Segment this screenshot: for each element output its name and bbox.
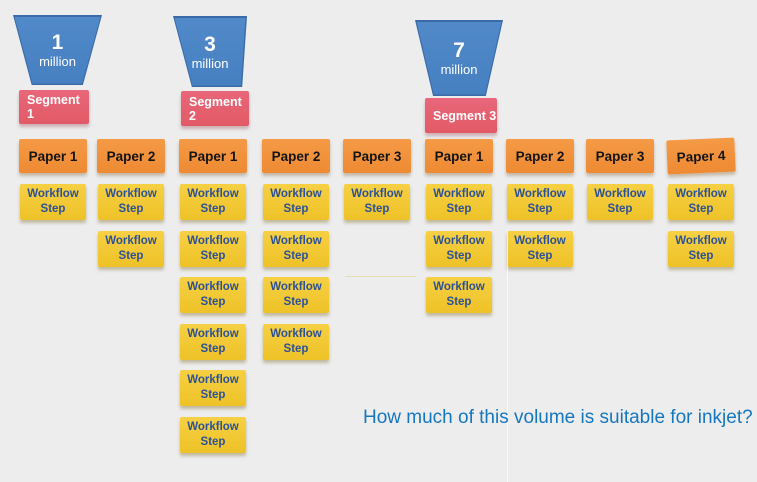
paper-note-segment3-1[interactable]: Paper 1 [425, 139, 493, 173]
volume-funnel-segment-3[interactable]: 7 million [415, 20, 503, 96]
paper-note-segment2-2[interactable]: Paper 2 [262, 139, 330, 173]
funnel-volume-text: 3 million [173, 16, 247, 87]
funnel-volume-number: 7 [453, 39, 465, 63]
workflow-step-note[interactable]: Workflow Step [263, 324, 329, 360]
volume-funnel-segment-2[interactable]: 3 million [173, 16, 247, 87]
funnel-volume-text: 1 million [13, 15, 102, 85]
workflow-step-note[interactable]: Workflow Step [98, 231, 164, 267]
workflow-step-note[interactable]: Workflow Step [180, 184, 246, 220]
workflow-step-note[interactable]: Workflow Step [20, 184, 86, 220]
workflow-step-note[interactable]: Workflow Step [344, 184, 410, 220]
funnel-volume-number: 3 [204, 32, 216, 56]
workflow-step-note[interactable]: Workflow Step [180, 324, 246, 360]
paper-note-segment2-1[interactable]: Paper 1 [179, 139, 247, 173]
workflow-step-note[interactable]: Workflow Step [668, 231, 734, 267]
funnel-volume-text: 7 million [415, 20, 503, 96]
paper-note-segment1-2[interactable]: Paper 2 [97, 139, 165, 173]
question-text: How much of this volume is suitable for … [363, 407, 753, 428]
workflow-step-note[interactable]: Workflow Step [507, 231, 573, 267]
funnel-volume-unit: million [440, 62, 478, 78]
paper-note-segment1-1[interactable]: Paper 1 [19, 139, 87, 173]
paper-note-segment2-3[interactable]: Paper 3 [343, 139, 411, 173]
segment-note-3[interactable]: Segment 3 [425, 98, 497, 133]
paper-note-segment3-4[interactable]: Paper 4 [666, 137, 736, 175]
workflow-step-note[interactable]: Workflow Step [180, 417, 246, 453]
paper-note-segment3-2[interactable]: Paper 2 [506, 139, 574, 173]
workflow-step-note[interactable]: Workflow Step [426, 277, 492, 313]
slide-edge-line [507, 230, 508, 482]
segment-note-1[interactable]: Segment 1 [19, 90, 89, 124]
workflow-step-note[interactable]: Workflow Step [426, 231, 492, 267]
workflow-step-note[interactable]: Workflow Step [263, 231, 329, 267]
workflow-step-note[interactable]: Workflow Step [263, 277, 329, 313]
workflow-step-note[interactable]: Workflow Step [180, 370, 246, 406]
workflow-step-note[interactable]: Workflow Step [668, 184, 734, 220]
workflow-step-note[interactable]: Workflow Step [180, 277, 246, 313]
workflow-step-note[interactable]: Workflow Step [98, 184, 164, 220]
workflow-step-note[interactable]: Workflow Step [263, 184, 329, 220]
workflow-step-note[interactable]: Workflow Step [587, 184, 653, 220]
workflow-step-note[interactable]: Workflow Step [507, 184, 573, 220]
funnel-volume-number: 1 [51, 31, 64, 55]
funnel-volume-unit: million [39, 54, 76, 70]
workflow-step-note[interactable]: Workflow Step [180, 231, 246, 267]
funnel-volume-unit: million [191, 55, 229, 71]
ghost-note-line [345, 276, 416, 277]
paper-note-segment3-3[interactable]: Paper 3 [586, 139, 654, 173]
volume-funnel-segment-1[interactable]: 1 million [13, 15, 102, 85]
segment-note-2[interactable]: Segment 2 [181, 91, 249, 126]
workflow-step-note[interactable]: Workflow Step [426, 184, 492, 220]
